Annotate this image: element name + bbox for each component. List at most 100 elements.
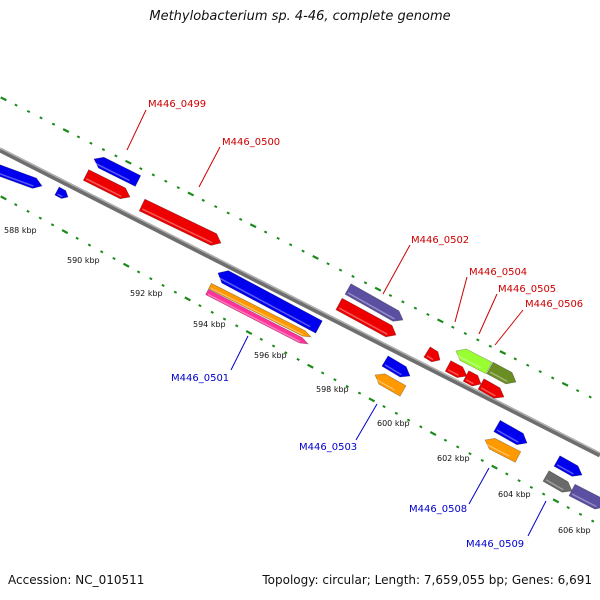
track-dot bbox=[578, 512, 583, 516]
track-dot bbox=[89, 141, 93, 145]
track-dot bbox=[61, 229, 69, 235]
gene-arrow-highlight bbox=[347, 292, 395, 320]
tick-label: 604 kbp bbox=[498, 490, 531, 499]
gene-arrow-m446-0506 bbox=[477, 378, 505, 399]
gene-arrow-highlight bbox=[141, 208, 213, 244]
track-dot bbox=[591, 519, 595, 523]
track-dot bbox=[76, 135, 81, 139]
track-dot bbox=[406, 418, 411, 422]
track-dot bbox=[451, 325, 455, 329]
track-dot bbox=[271, 344, 276, 348]
track-dot bbox=[101, 148, 106, 152]
track-dot bbox=[413, 306, 418, 310]
gene-arrow-highlight bbox=[489, 371, 508, 383]
gene-arrow-blue bbox=[54, 186, 69, 199]
track-dot bbox=[214, 205, 218, 209]
track-dot bbox=[198, 304, 202, 308]
gene-arrow-m446-0500 bbox=[138, 198, 222, 246]
tick-label: 606 kbp bbox=[558, 526, 591, 535]
gene-label-m446-0502: M446_0502 bbox=[411, 235, 469, 246]
gene-arrow-red bbox=[444, 360, 468, 378]
track-dot bbox=[39, 116, 43, 120]
track-dot bbox=[382, 405, 386, 409]
gene-arrow-highlight bbox=[447, 369, 459, 376]
gene-arrow-highlight bbox=[374, 378, 395, 391]
callout-line bbox=[198, 146, 221, 188]
track-dot bbox=[333, 378, 337, 382]
track-dot bbox=[245, 330, 253, 336]
gene-arrow-highlight bbox=[0, 173, 34, 187]
gene-label-m446-0503: M446_0503 bbox=[299, 442, 357, 453]
track-dot bbox=[50, 223, 55, 227]
gene-callouts bbox=[126, 109, 547, 537]
track-dot bbox=[296, 357, 300, 362]
track-dot bbox=[125, 159, 132, 165]
track-dot bbox=[259, 337, 264, 341]
callout-line bbox=[468, 467, 490, 505]
track-dot bbox=[480, 458, 484, 462]
track-dot bbox=[566, 506, 570, 510]
gene-arrow-red bbox=[82, 169, 131, 200]
tick-label: 592 kbp bbox=[130, 289, 163, 298]
gene-arrow-highlight bbox=[426, 355, 434, 361]
gene-arrow-highlight bbox=[571, 493, 597, 508]
track-dot bbox=[437, 318, 444, 324]
track-dot bbox=[87, 243, 92, 247]
map-title: Methylobacterium sp. 4-46, complete geno… bbox=[149, 9, 451, 24]
gene-label-m446-0504: M446_0504 bbox=[469, 267, 527, 278]
gene-label-m446-0505: M446_0505 bbox=[498, 284, 556, 295]
track-dot bbox=[488, 344, 492, 348]
callout-line bbox=[478, 293, 498, 335]
track-dot bbox=[307, 363, 314, 369]
gene-arrow-blue bbox=[493, 419, 528, 446]
callout-line bbox=[126, 109, 147, 151]
track-dot bbox=[429, 431, 437, 437]
track-dot bbox=[505, 472, 509, 476]
gene-label-m446-0501: M446_0501 bbox=[171, 373, 229, 384]
gene-arrow-red bbox=[335, 297, 397, 338]
track-dot bbox=[151, 173, 156, 177]
track-dot bbox=[388, 293, 393, 298]
tick-label: 598 kbp bbox=[316, 385, 349, 394]
track-dot bbox=[235, 324, 239, 328]
genome-backbone bbox=[0, 147, 600, 458]
track-dot bbox=[538, 370, 542, 374]
track-dot bbox=[320, 371, 325, 375]
gene-arrow-highlight bbox=[496, 429, 519, 443]
gene-arrow-m446-0509 bbox=[542, 470, 573, 493]
gene-arrow-highlight bbox=[338, 307, 388, 335]
track-dot bbox=[529, 485, 534, 489]
gene-arrow-highlight bbox=[384, 364, 402, 376]
track-dot bbox=[75, 236, 79, 240]
track-dot bbox=[368, 397, 376, 403]
track-dot bbox=[468, 452, 472, 456]
track-dot bbox=[552, 498, 560, 504]
track-dot bbox=[338, 268, 343, 272]
track-dot bbox=[588, 395, 592, 399]
track-dot bbox=[14, 203, 18, 207]
track-dot bbox=[426, 312, 430, 317]
gene-arrow-m446-0505 bbox=[486, 361, 517, 385]
tick-label: 596 kbp bbox=[254, 351, 287, 360]
dotted-tracks bbox=[0, 96, 595, 523]
track-dot bbox=[351, 274, 355, 278]
track-dot bbox=[312, 254, 319, 260]
track-dot bbox=[357, 391, 362, 395]
gene-arrow-m446-0499 bbox=[93, 156, 142, 187]
track-dot bbox=[136, 270, 141, 274]
gene-label-m446-0506: M446_0506 bbox=[525, 299, 583, 310]
gene-arrow-m446-0504 bbox=[455, 348, 493, 375]
callout-line bbox=[527, 500, 547, 537]
gene-label-m446-0509: M446_0509 bbox=[466, 539, 524, 550]
tick-label: 588 kbp bbox=[4, 226, 37, 235]
callout-line bbox=[454, 276, 468, 323]
gene-arrow-m446-0501 bbox=[217, 270, 323, 334]
track-dot bbox=[288, 243, 293, 247]
track-dot bbox=[550, 376, 555, 380]
track-dot bbox=[419, 425, 423, 429]
track-dot bbox=[455, 445, 460, 449]
gene-arrow-m446-0502 bbox=[344, 283, 404, 322]
track-dot bbox=[0, 96, 7, 102]
track-dot bbox=[499, 350, 507, 356]
